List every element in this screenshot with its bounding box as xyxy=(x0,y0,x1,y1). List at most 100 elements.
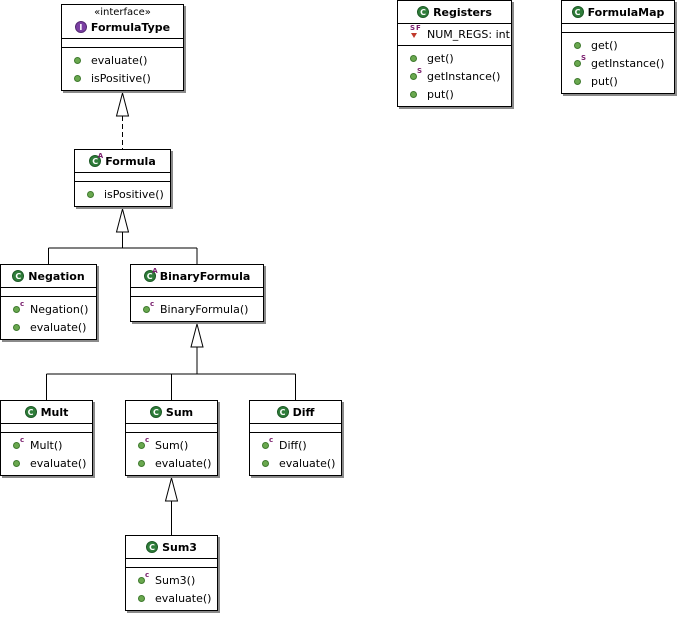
method-name: Diff() xyxy=(279,438,307,452)
badge-letter: C xyxy=(420,7,427,17)
method-item[interactable]: evaluate() xyxy=(126,454,217,472)
badge-letter: I xyxy=(79,22,83,32)
method-name: put() xyxy=(591,74,618,88)
method-item[interactable]: evaluate() xyxy=(62,51,183,69)
fields-section xyxy=(126,424,217,433)
public-method-icon xyxy=(410,54,417,62)
method-item[interactable]: c Sum() xyxy=(126,436,217,454)
inheritance-arrowhead xyxy=(115,207,130,233)
fields-section xyxy=(75,173,170,182)
badge-letter: C xyxy=(146,271,153,281)
method-item[interactable]: evaluate() xyxy=(1,454,92,472)
public-method-icon xyxy=(13,459,20,467)
method-name: getInstance() xyxy=(427,69,501,83)
method-name: Negation() xyxy=(30,302,89,316)
interface-icon: I xyxy=(74,21,87,33)
fields-section: SF NUM_REGS: int xyxy=(398,24,511,46)
class-box-sum[interactable]: C Sum c Sum() evaluate() xyxy=(125,400,218,476)
class-icon: C xyxy=(149,406,162,418)
fields-section xyxy=(1,424,92,433)
method-name: evaluate() xyxy=(91,53,148,67)
class-name: Sum xyxy=(165,405,194,419)
method-item[interactable]: isPositive() xyxy=(62,69,183,87)
public-method-icon xyxy=(87,190,94,198)
badge-letter: C xyxy=(149,542,155,552)
method-item[interactable]: get() xyxy=(398,49,511,67)
method-modifier: S xyxy=(581,53,587,62)
method-name: Sum() xyxy=(155,438,189,452)
public-method-icon: c xyxy=(13,300,24,313)
class-icon: C xyxy=(276,406,289,418)
public-method-icon xyxy=(74,74,81,82)
method-item[interactable]: put() xyxy=(398,85,511,103)
public-method-icon: c xyxy=(262,436,273,449)
method-item[interactable]: evaluate() xyxy=(1,318,96,336)
class-box-diff[interactable]: C Diff c Diff() evaluate() xyxy=(249,400,342,476)
method-item[interactable]: evaluate() xyxy=(250,454,341,472)
class-name: BinaryFormula xyxy=(159,269,251,283)
public-method-icon xyxy=(13,323,20,331)
public-method-icon: c xyxy=(138,436,149,449)
field-item[interactable]: SF NUM_REGS: int xyxy=(398,24,511,43)
badge-letter: C xyxy=(92,156,99,166)
public-method-icon xyxy=(410,90,417,98)
class-title-row: C Diff xyxy=(250,401,341,423)
method-item[interactable]: isPositive() xyxy=(75,185,170,203)
class-name: Sum3 xyxy=(162,540,197,554)
class-title-row: C Sum xyxy=(126,401,217,423)
class-name: Diff xyxy=(292,405,315,419)
badge-letter: C xyxy=(279,407,286,417)
method-name: evaluate() xyxy=(30,320,87,334)
badge-letter: C xyxy=(152,407,159,417)
method-modifier: c xyxy=(150,299,155,308)
method-item[interactable]: put() xyxy=(562,72,674,90)
public-method-icon xyxy=(74,56,81,64)
method-name: evaluate() xyxy=(155,456,212,470)
badge-letter: C xyxy=(574,7,581,17)
method-item[interactable]: evaluate() xyxy=(126,589,217,607)
class-header: C Diff xyxy=(250,401,341,424)
field-icon: SF xyxy=(410,24,421,39)
methods-section: evaluate() isPositive() xyxy=(62,48,183,90)
method-item[interactable]: get() xyxy=(562,36,674,54)
class-name: FormulaMap xyxy=(587,5,665,19)
method-item[interactable]: c Diff() xyxy=(250,436,341,454)
inheritance-arrowhead xyxy=(115,91,130,117)
public-method-icon xyxy=(574,77,581,85)
method-item[interactable]: c Negation() xyxy=(1,300,96,318)
method-name: get() xyxy=(427,51,454,65)
class-title-row: C Sum3 xyxy=(126,536,217,558)
method-name: get() xyxy=(591,38,618,52)
methods-section: c Negation() evaluate() xyxy=(1,297,96,339)
public-method-icon xyxy=(262,459,269,467)
class-header: C Sum xyxy=(126,401,217,424)
badge-letter: C xyxy=(15,271,22,281)
method-modifier: c xyxy=(20,299,25,308)
field-triangle xyxy=(411,32,417,38)
field-name: NUM_REGS: int xyxy=(427,27,510,41)
